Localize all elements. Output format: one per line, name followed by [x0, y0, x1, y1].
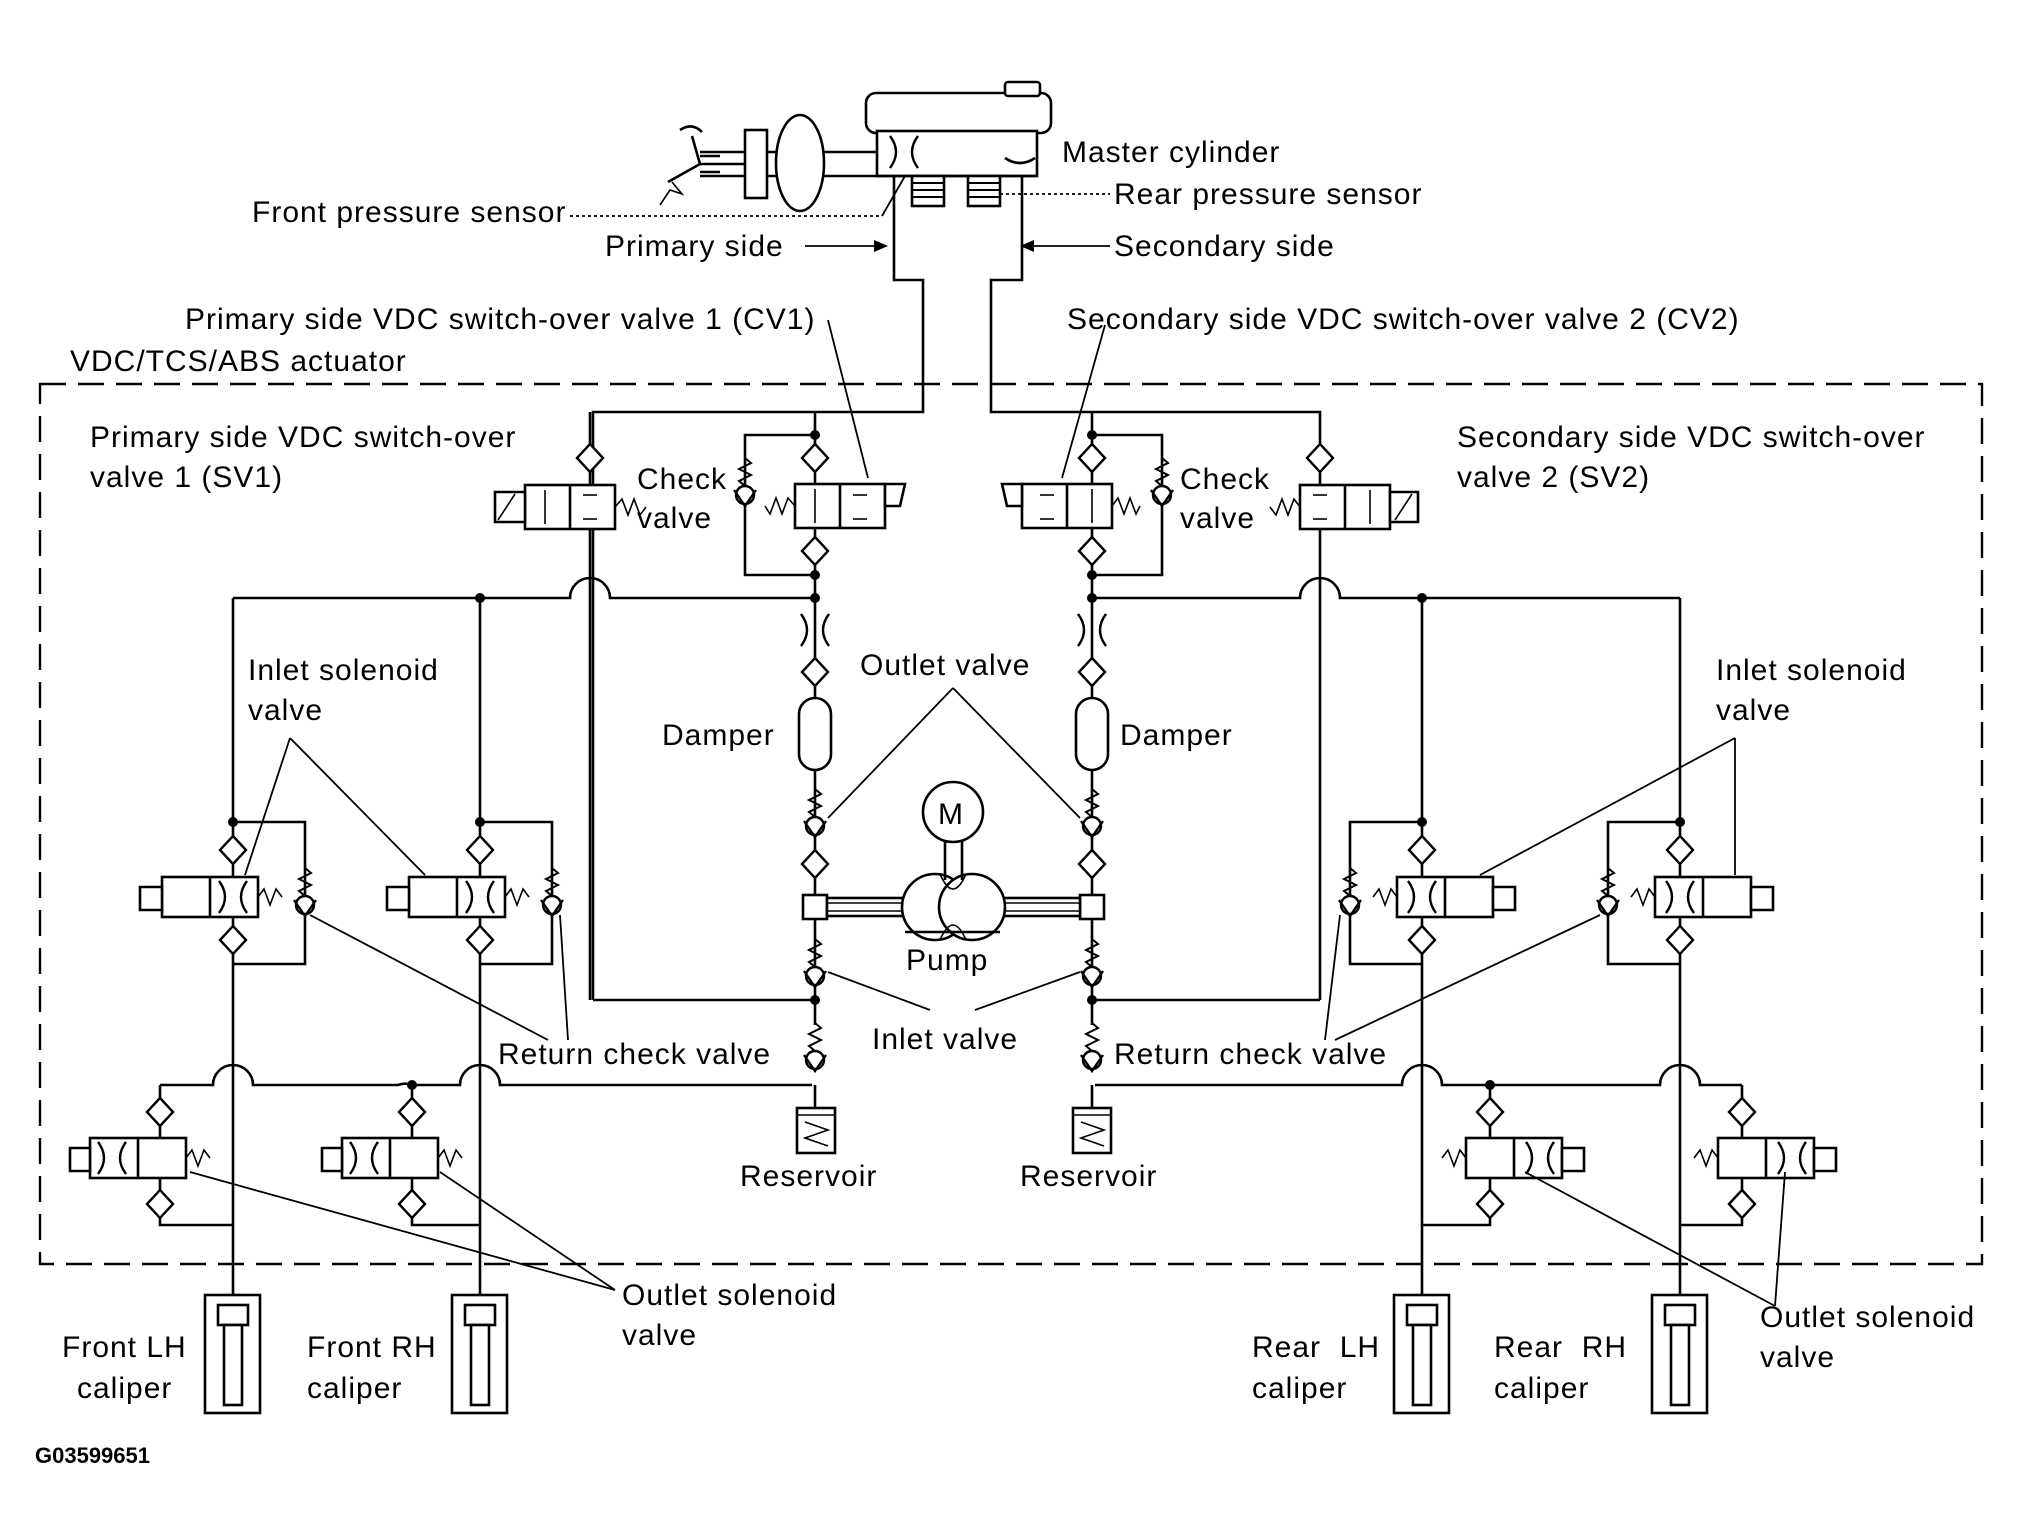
- inlet-leaders: [244, 737, 1736, 1041]
- label-actuator: VDC/TCS/ABS actuator: [70, 345, 407, 378]
- pressure-sensors: [910, 174, 1002, 208]
- label-front-lh-caliper-2: caliper: [77, 1372, 172, 1405]
- calipers: [203, 1240, 1709, 1415]
- label-outlet-solenoid-right-2: valve: [1760, 1341, 1835, 1374]
- label-sv1-line2: valve 1 (SV1): [90, 461, 283, 494]
- label-inlet-valve: Inlet valve: [872, 1023, 1018, 1056]
- outlet-solenoid-valves: [68, 1096, 1838, 1227]
- label-cv2: Secondary side VDC switch-over valve 2 (…: [1067, 303, 1740, 336]
- label-inlet-solenoid-left-1: Inlet solenoid: [248, 654, 439, 687]
- label-secondary-side: Secondary side: [1114, 230, 1335, 263]
- top-leaders: [570, 175, 1110, 479]
- label-cv1: Primary side VDC switch-over valve 1 (CV…: [185, 303, 815, 336]
- label-reservoir-left: Reservoir: [740, 1160, 877, 1193]
- secondary-side-valves: [1000, 412, 1420, 1025]
- label-check-valve-left-1: Check: [637, 463, 727, 496]
- label-rear-rh-caliper-2: caliper: [1494, 1372, 1589, 1405]
- label-sv2-line1: Secondary side VDC switch-over: [1457, 421, 1926, 454]
- label-outlet-solenoid-left-1: Outlet solenoid: [622, 1279, 837, 1312]
- label-inlet-solenoid-right-2: valve: [1716, 694, 1791, 727]
- label-motor: M: [938, 798, 964, 831]
- label-front-rh-caliper-2: caliper: [307, 1372, 402, 1405]
- outlet-leaders: [189, 1171, 1786, 1307]
- center-leaders: [827, 687, 1081, 1011]
- label-outlet-solenoid-right-1: Outlet solenoid: [1760, 1301, 1975, 1334]
- label-return-check-left: Return check valve: [498, 1038, 771, 1071]
- label-rear-lh-caliper-1: Rear LH: [1252, 1331, 1380, 1364]
- label-pump: Pump: [906, 944, 988, 977]
- label-check-valve-right-1: Check: [1180, 463, 1270, 496]
- label-sv1-line1: Primary side VDC switch-over: [90, 421, 516, 454]
- label-check-valve-right-2: valve: [1180, 502, 1255, 535]
- label-rear-rh-caliper-1: Rear RH: [1494, 1331, 1627, 1364]
- label-inlet-solenoid-left-2: valve: [248, 694, 323, 727]
- label-damper-right: Damper: [1120, 719, 1233, 752]
- label-damper-left: Damper: [662, 719, 775, 752]
- label-rear-pressure-sensor: Rear pressure sensor: [1114, 178, 1422, 211]
- inlet-solenoid-valves: [138, 817, 1775, 966]
- figure-code: G03599651: [35, 1443, 150, 1468]
- label-reservoir-right: Reservoir: [1020, 1160, 1157, 1193]
- label-front-pressure-sensor: Front pressure sensor: [252, 196, 566, 229]
- label-front-lh-caliper-1: Front LH: [62, 1331, 187, 1364]
- label-sv2-line2: valve 2 (SV2): [1457, 461, 1650, 494]
- label-rear-lh-caliper-2: caliper: [1252, 1372, 1347, 1405]
- label-inlet-solenoid-right-1: Inlet solenoid: [1716, 654, 1907, 687]
- pump-section: [795, 612, 1113, 1155]
- label-check-valve-left-2: valve: [637, 502, 712, 535]
- label-return-check-right: Return check valve: [1114, 1038, 1387, 1071]
- label-outlet-valve: Outlet valve: [860, 649, 1030, 682]
- brake-lines-from-master: [591, 176, 1322, 1000]
- label-outlet-solenoid-left-2: valve: [622, 1319, 697, 1352]
- actuator-boundary: [38, 382, 1984, 1266]
- label-master-cylinder: Master cylinder: [1062, 136, 1280, 169]
- label-primary-side: Primary side: [605, 230, 784, 263]
- label-front-rh-caliper-1: Front RH: [307, 1331, 437, 1364]
